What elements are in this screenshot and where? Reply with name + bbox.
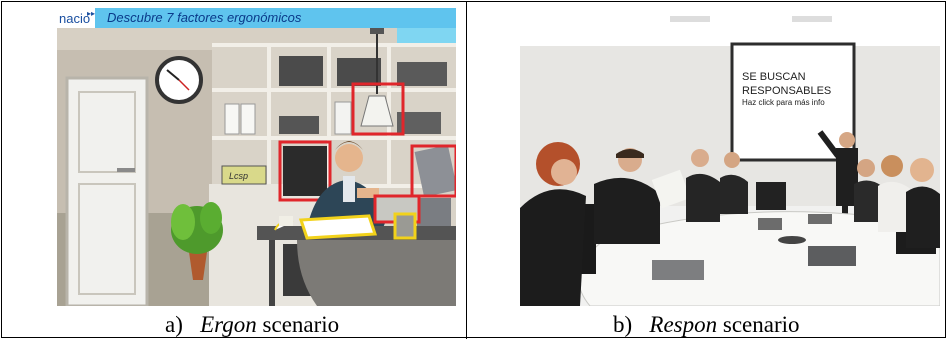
lamp-highlight[interactable] — [351, 82, 405, 136]
door — [65, 76, 149, 306]
ceiling-lamp[interactable] — [351, 28, 405, 136]
caption-a: a) Ergon scenario — [165, 312, 340, 337]
conference-table — [578, 211, 940, 306]
board-line-3: Haz click para más info — [742, 98, 825, 107]
attendee-5 — [854, 159, 882, 222]
document — [651, 169, 691, 209]
attendee-4 — [720, 152, 748, 214]
projection-screen[interactable]: SE BUSCAN RESPONSABLES Haz click para má… — [730, 42, 856, 162]
logo-text: nacio — [59, 11, 90, 26]
office-desk[interactable] — [257, 194, 456, 306]
attendee-2 — [594, 148, 691, 244]
chair-highlight[interactable] — [278, 140, 332, 202]
title-bar — [95, 8, 456, 28]
panel-divider — [466, 1, 467, 339]
monitor-highlight[interactable] — [410, 144, 456, 198]
attendee-7 — [906, 158, 940, 248]
storage-box[interactable]: Lcsp — [221, 165, 267, 185]
attendee-3 — [686, 149, 720, 222]
ergon-scenario-image[interactable]: nacio ▸▸ Descubre 7 factores ergonómicos — [57, 8, 456, 306]
computer-monitor[interactable] — [410, 144, 456, 228]
scenario-title: Descubre 7 factores ergonómicos — [107, 10, 302, 25]
box-label: Lcsp — [229, 171, 248, 181]
svg-text:▸▸: ▸▸ — [87, 9, 95, 18]
potted-plant — [171, 202, 223, 280]
caption-b: b) Respon scenario — [613, 312, 800, 337]
phone-highlight[interactable] — [393, 212, 417, 240]
wall-clock[interactable] — [155, 56, 203, 104]
board-line-1: SE BUSCAN — [742, 71, 806, 83]
chair-back — [756, 182, 786, 210]
attendee-1 — [520, 142, 586, 306]
document-highlight[interactable] — [298, 214, 378, 240]
attendee-6 — [878, 155, 912, 232]
respon-scenario-image[interactable]: SE BUSCAN RESPONSABLES Haz click para má… — [520, 8, 940, 306]
board-line-2: RESPONSABLES — [742, 85, 831, 97]
